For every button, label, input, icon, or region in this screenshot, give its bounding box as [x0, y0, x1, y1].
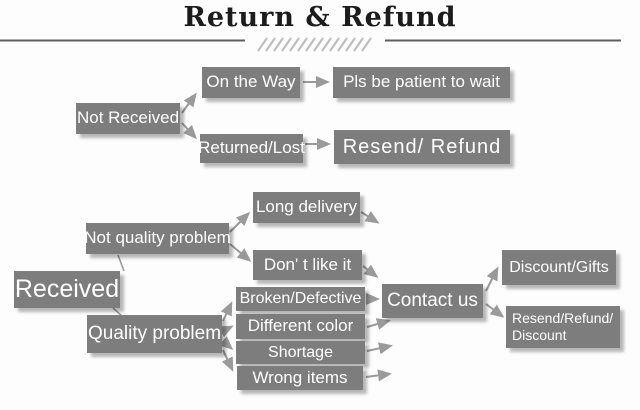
node-wrong-items: Wrong items	[237, 366, 363, 390]
edge-contactus-resendrefunddiscount	[485, 303, 505, 318]
node-on-the-way: On the Way	[202, 67, 300, 98]
edge-notreceived-ontheway	[181, 92, 197, 114]
hatch-marks-icon	[257, 37, 372, 52]
node-resend-refund-discount: Resend/Refund/ Discount	[506, 306, 620, 348]
node-resend-refund: Resend/ Refund	[334, 130, 510, 164]
node-not-quality-problem: Not quality problem	[84, 223, 231, 254]
edge-qp-shortage	[218, 336, 234, 350]
node-quality-problem: Quality problem	[87, 315, 222, 353]
page-title: Return & Refund	[183, 2, 457, 33]
node-shortage: Shortage	[236, 341, 365, 364]
node-different-color: Different color	[236, 314, 365, 339]
edge-qp-brokendefective	[220, 301, 233, 322]
node-broken-defective: Broken/Defective	[236, 287, 365, 311]
edge-differentcolor-contactus	[366, 318, 391, 330]
edge-longdelivery-contactus	[360, 211, 380, 224]
edge-nqp-dontlikeit	[229, 243, 252, 262]
edge-qp-differentcolor	[218, 325, 234, 338]
edge-wrongitems-contactus	[365, 369, 392, 382]
edge-notreceived-returnedlost	[181, 122, 198, 140]
edge-nqp-longdelivery	[229, 211, 251, 233]
node-discount-gifts: Discount/Gifts	[502, 250, 616, 285]
edge-contactus-discountgifts	[485, 266, 499, 292]
node-dont-like-it: Don' t like it	[253, 250, 362, 280]
node-long-delivery: Long delivery	[253, 192, 360, 223]
edge-shortage-contactus	[366, 342, 393, 355]
node-received: Received	[14, 271, 120, 308]
edge-qp-wrongitems	[221, 349, 234, 372]
node-contact-us: Contact us	[382, 284, 483, 318]
edge-dontlikeit-contactus	[362, 264, 379, 278]
node-pls-be-patient: Pls be patient to wait	[333, 67, 510, 98]
node-returned-lost: Returned/Lost	[198, 134, 305, 163]
node-not-received: Not Received	[76, 103, 180, 134]
edge-received-notqualityproblem	[117, 254, 125, 272]
